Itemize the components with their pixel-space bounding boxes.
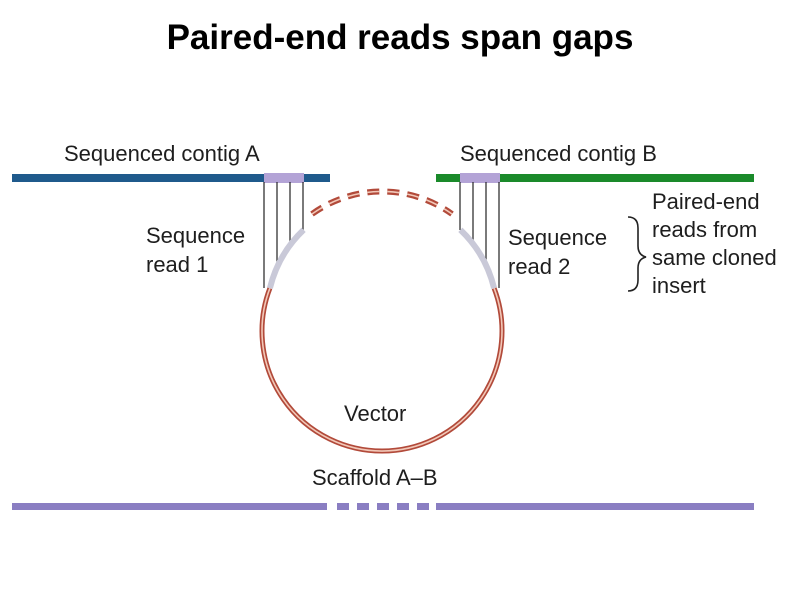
- read-1-label-line2: read 1: [146, 252, 209, 277]
- scaffold-label: Scaffold A–B: [312, 465, 438, 490]
- contig-b-label: Sequenced contig B: [460, 141, 657, 166]
- scaffold-gap-dash: [377, 503, 389, 510]
- read-1-connector-lines: [263, 182, 304, 288]
- scaffold-right-bar: [436, 503, 754, 510]
- read-1-label-line1: Sequence: [146, 223, 246, 248]
- contig-b-bar: [436, 174, 754, 182]
- scaffold-left-bar: [12, 503, 327, 510]
- read-2-label-line2: read 2: [508, 254, 571, 279]
- contig-a-read-segment: [264, 173, 304, 183]
- contig-a-label: Sequenced contig A: [64, 141, 260, 166]
- contig-a-bar: [12, 174, 330, 182]
- scaffold-gap-dash: [357, 503, 369, 510]
- read-2-connector-lines: [459, 182, 500, 288]
- vector-circle: [259, 188, 505, 454]
- paired-end-note-line3: same cloned: [652, 245, 777, 270]
- read-2-label-line1: Sequence: [508, 225, 608, 250]
- read-1-arc: [266, 227, 306, 289]
- brace-icon: [627, 216, 647, 292]
- vector-label: Vector: [344, 401, 407, 426]
- contig-b-read-segment: [460, 173, 500, 183]
- paired-end-note-line2: reads from: [652, 217, 758, 242]
- read-2-arc: [458, 227, 498, 289]
- scaffold-gap-dash: [397, 503, 409, 510]
- scaffold-gap-dash: [417, 503, 429, 510]
- paired-end-note-line4: insert: [652, 273, 706, 298]
- scaffold-gap-dash: [337, 503, 349, 510]
- paired-end-note-line1: Paired-end: [652, 189, 760, 214]
- diagram-title: Paired-end reads span gaps: [166, 18, 634, 57]
